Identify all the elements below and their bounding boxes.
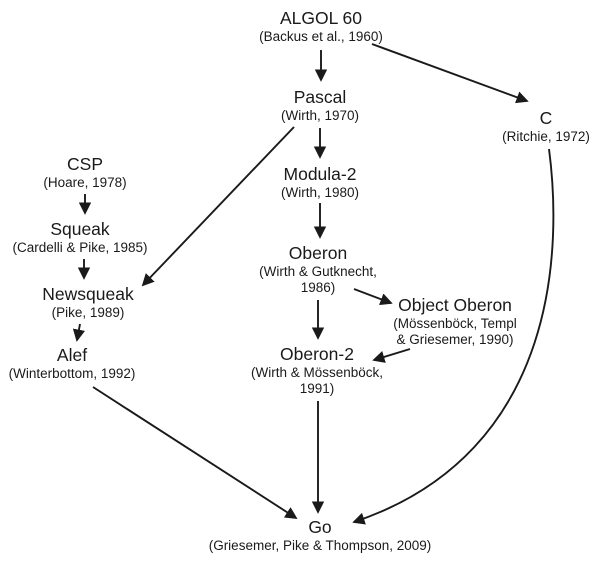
edge-oberon-object-oberon — [353, 288, 393, 306]
node-c: C (Ritchie, 1972) — [502, 107, 590, 145]
node-squeak: Squeak (Cardelli & Pike, 1985) — [12, 218, 147, 256]
edge-newsqueak-alef — [72, 323, 86, 342]
node-csp-credit: (Hoare, 1978) — [43, 175, 127, 190]
node-newsqueak-name: Newsqueak — [42, 284, 134, 304]
edge-object-oberon-oberon2 — [372, 348, 411, 363]
node-pascal: Pascal (Wirth, 1970) — [281, 86, 359, 124]
node-object-oberon: Object Oberon (Mössenböck, Templ & Gries… — [393, 294, 517, 348]
edge-pascal-newsqueak — [141, 126, 295, 287]
node-alef-name: Alef — [56, 345, 88, 365]
node-go-name: Go — [308, 517, 332, 537]
node-modula-2-credit: (Wirth, 1980) — [280, 185, 360, 200]
node-modula-2-name: Modula-2 — [283, 164, 357, 184]
node-oberon-name: Oberon — [288, 243, 348, 263]
edge-c-go — [352, 148, 555, 525]
node-go: Go (Griesemer, Pike & Thompson, 2009) — [209, 516, 432, 554]
edge-algol60-c — [371, 43, 529, 104]
node-algol-60-credit: (Backus et al., 1960) — [259, 29, 383, 44]
node-oberon-2-name: Oberon-2 — [280, 344, 354, 364]
edge-alef-go — [92, 386, 298, 520]
node-newsqueak: Newsqueak (Pike, 1989) — [42, 283, 133, 321]
node-pascal-name: Pascal — [293, 87, 347, 107]
node-squeak-name: Squeak — [50, 219, 110, 239]
node-pascal-credit: (Wirth, 1970) — [280, 108, 360, 123]
node-modula-2: Modula-2 (Wirth, 1980) — [281, 163, 359, 201]
node-go-credit: (Griesemer, Pike & Thompson, 2009) — [208, 538, 432, 553]
node-csp-name: CSP — [67, 154, 103, 174]
node-csp: CSP (Hoare, 1978) — [43, 153, 126, 191]
node-alef: Alef (Winterbottom, 1992) — [9, 344, 136, 382]
node-oberon-credit-line-2: 1986) — [300, 280, 336, 295]
node-c-credit: (Ritchie, 1972) — [502, 129, 590, 144]
node-object-oberon-credit-line-2: & Griesemer, 1990) — [396, 332, 514, 347]
node-oberon-2: Oberon-2 (Wirth & Mössenböck, 1991) — [251, 343, 383, 397]
node-c-name: C — [539, 108, 553, 128]
node-oberon-credit-line-1: (Wirth & Gutknecht, — [259, 264, 377, 279]
node-oberon-2-credit-line-1: (Wirth & Mössenböck, — [250, 365, 384, 380]
node-oberon-2-credit-line-2: 1991) — [299, 381, 335, 396]
node-algol-60: ALGOL 60 (Backus et al., 1960) — [259, 7, 383, 45]
node-newsqueak-credit: (Pike, 1989) — [51, 305, 125, 320]
node-squeak-credit: (Cardelli & Pike, 1985) — [12, 240, 148, 255]
node-oberon: Oberon (Wirth & Gutknecht, 1986) — [259, 242, 377, 296]
node-alef-credit: (Winterbottom, 1992) — [8, 366, 136, 381]
node-object-oberon-credit-line-1: (Mössenböck, Templ — [393, 316, 517, 331]
node-object-oberon-name: Object Oberon — [398, 295, 512, 315]
node-algol-60-name: ALGOL 60 — [279, 8, 363, 28]
